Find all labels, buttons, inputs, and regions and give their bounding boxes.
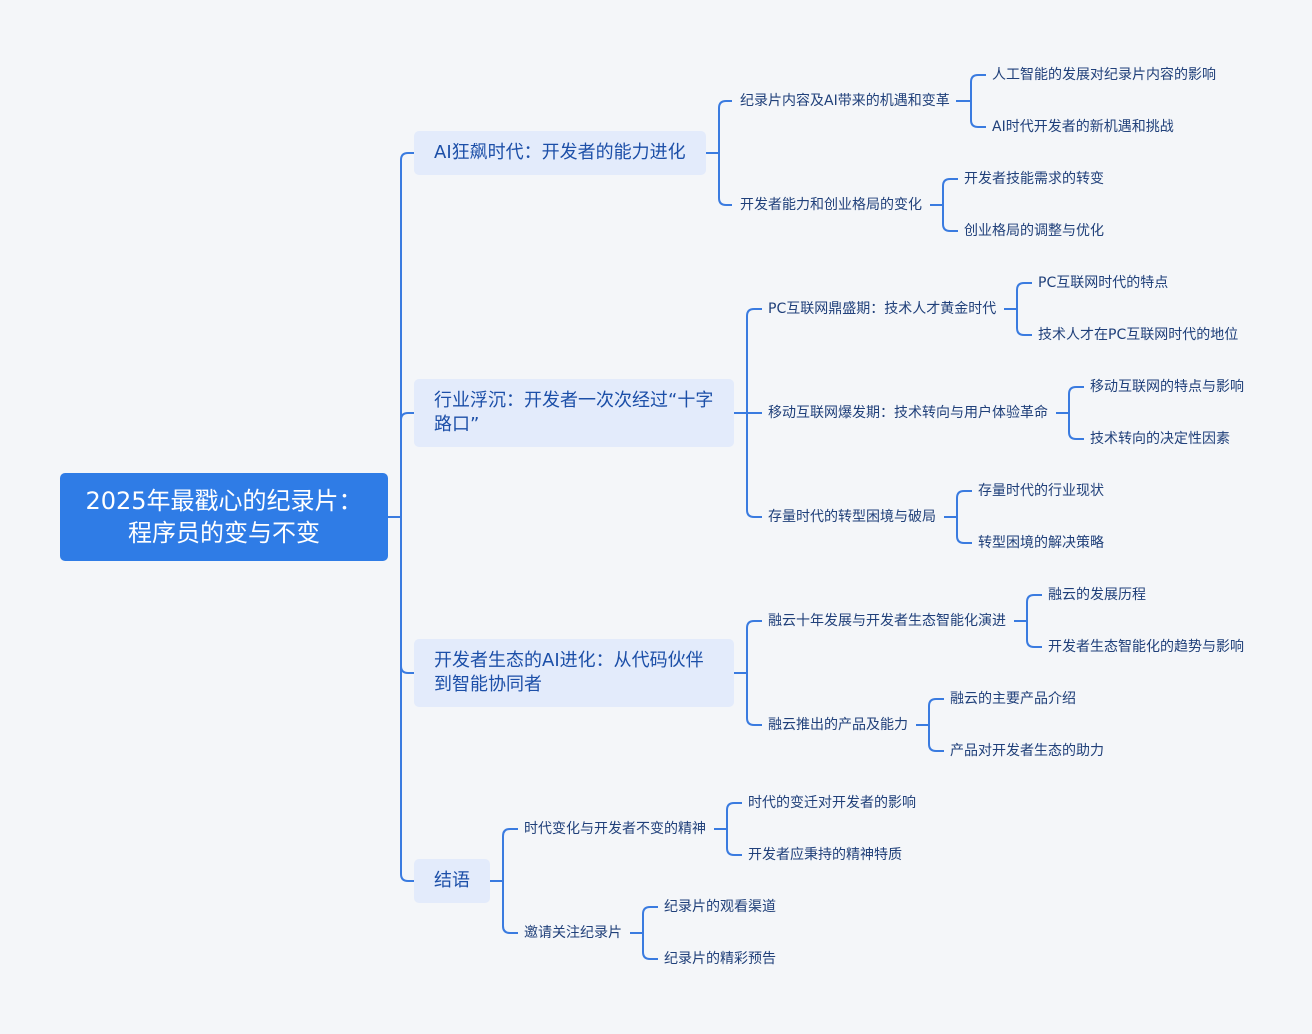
- root-topic-line2: 程序员的变与不变: [127, 519, 320, 547]
- leaf-topic[interactable]: 开发者生态智能化的趋势与影响: [1048, 639, 1244, 655]
- root-topic-line1: 2025年最戳心的纪录片：: [85, 487, 363, 515]
- subtopic[interactable]: PC互联网鼎盛期：技术人才黄金时代: [768, 301, 997, 317]
- leaf-topic[interactable]: 融云的主要产品介绍: [950, 691, 1076, 707]
- connector-group: [490, 828, 518, 934]
- leaf-topic[interactable]: 开发者应秉持的精神特质: [748, 847, 902, 863]
- leaf-topic[interactable]: 产品对开发者生态的助力: [950, 743, 1104, 759]
- leaf-topic[interactable]: 时代的变迁对开发者的影响: [748, 795, 916, 811]
- subtopic[interactable]: 时代变化与开发者不变的精神: [524, 821, 706, 837]
- subtopic[interactable]: 邀请关注纪录片: [524, 925, 622, 941]
- branch-topic[interactable]: 结语: [414, 859, 490, 903]
- connector-group: [1014, 594, 1042, 648]
- leaf-topic[interactable]: 技术人才在PC互联网时代的地位: [1038, 327, 1239, 343]
- leaf-topic[interactable]: 纪录片的观看渠道: [664, 899, 776, 915]
- connector-group: [1056, 386, 1084, 440]
- connector-group: [944, 490, 972, 544]
- connector-group: [706, 100, 732, 206]
- leaf-topic[interactable]: 人工智能的发展对纪录片内容的影响: [992, 67, 1216, 83]
- connector-group: [734, 620, 762, 726]
- leaf-topic[interactable]: 存量时代的行业现状: [978, 483, 1104, 499]
- branch-topic[interactable]: 开发者生态的AI进化：从代码伙伴到智能协同者: [414, 639, 734, 707]
- connector-group: [630, 906, 658, 960]
- branch-topic[interactable]: AI狂飙时代：开发者的能力进化: [414, 131, 706, 175]
- connector-group: [734, 308, 762, 518]
- subtopic[interactable]: 融云十年发展与开发者生态智能化演进: [768, 613, 1006, 629]
- root-topic[interactable]: 2025年最戳心的纪录片： 程序员的变与不变: [60, 473, 388, 561]
- leaf-topic[interactable]: 开发者技能需求的转变: [964, 171, 1104, 187]
- leaf-topic[interactable]: 创业格局的调整与优化: [964, 223, 1104, 239]
- connector-group: [916, 698, 944, 752]
- subtopic[interactable]: 移动互联网爆发期：技术转向与用户体验革命: [768, 405, 1048, 421]
- leaf-topic[interactable]: 融云的发展历程: [1048, 587, 1146, 603]
- leaf-topic[interactable]: AI时代开发者的新机遇和挑战: [992, 119, 1174, 135]
- branch-topic[interactable]: 行业浮沉：开发者一次次经过“十字路口”: [414, 379, 734, 447]
- connector-group: [388, 152, 414, 882]
- leaf-topic[interactable]: 技术转向的决定性因素: [1090, 431, 1230, 447]
- connector-group: [714, 802, 742, 856]
- subtopic[interactable]: 开发者能力和创业格局的变化: [740, 197, 922, 213]
- connector-group: [1004, 282, 1032, 336]
- subtopic[interactable]: 纪录片内容及AI带来的机遇和变革: [740, 93, 950, 109]
- leaf-topic[interactable]: 转型困境的解决策略: [978, 535, 1104, 551]
- leaf-topic[interactable]: PC互联网时代的特点: [1038, 275, 1169, 291]
- connector-group: [956, 74, 986, 128]
- connector-group: [930, 178, 958, 232]
- leaf-topic[interactable]: 纪录片的精彩预告: [664, 951, 776, 967]
- leaf-topic[interactable]: 移动互联网的特点与影响: [1090, 379, 1244, 395]
- subtopic[interactable]: 存量时代的转型困境与破局: [768, 509, 936, 525]
- subtopic[interactable]: 融云推出的产品及能力: [768, 717, 908, 733]
